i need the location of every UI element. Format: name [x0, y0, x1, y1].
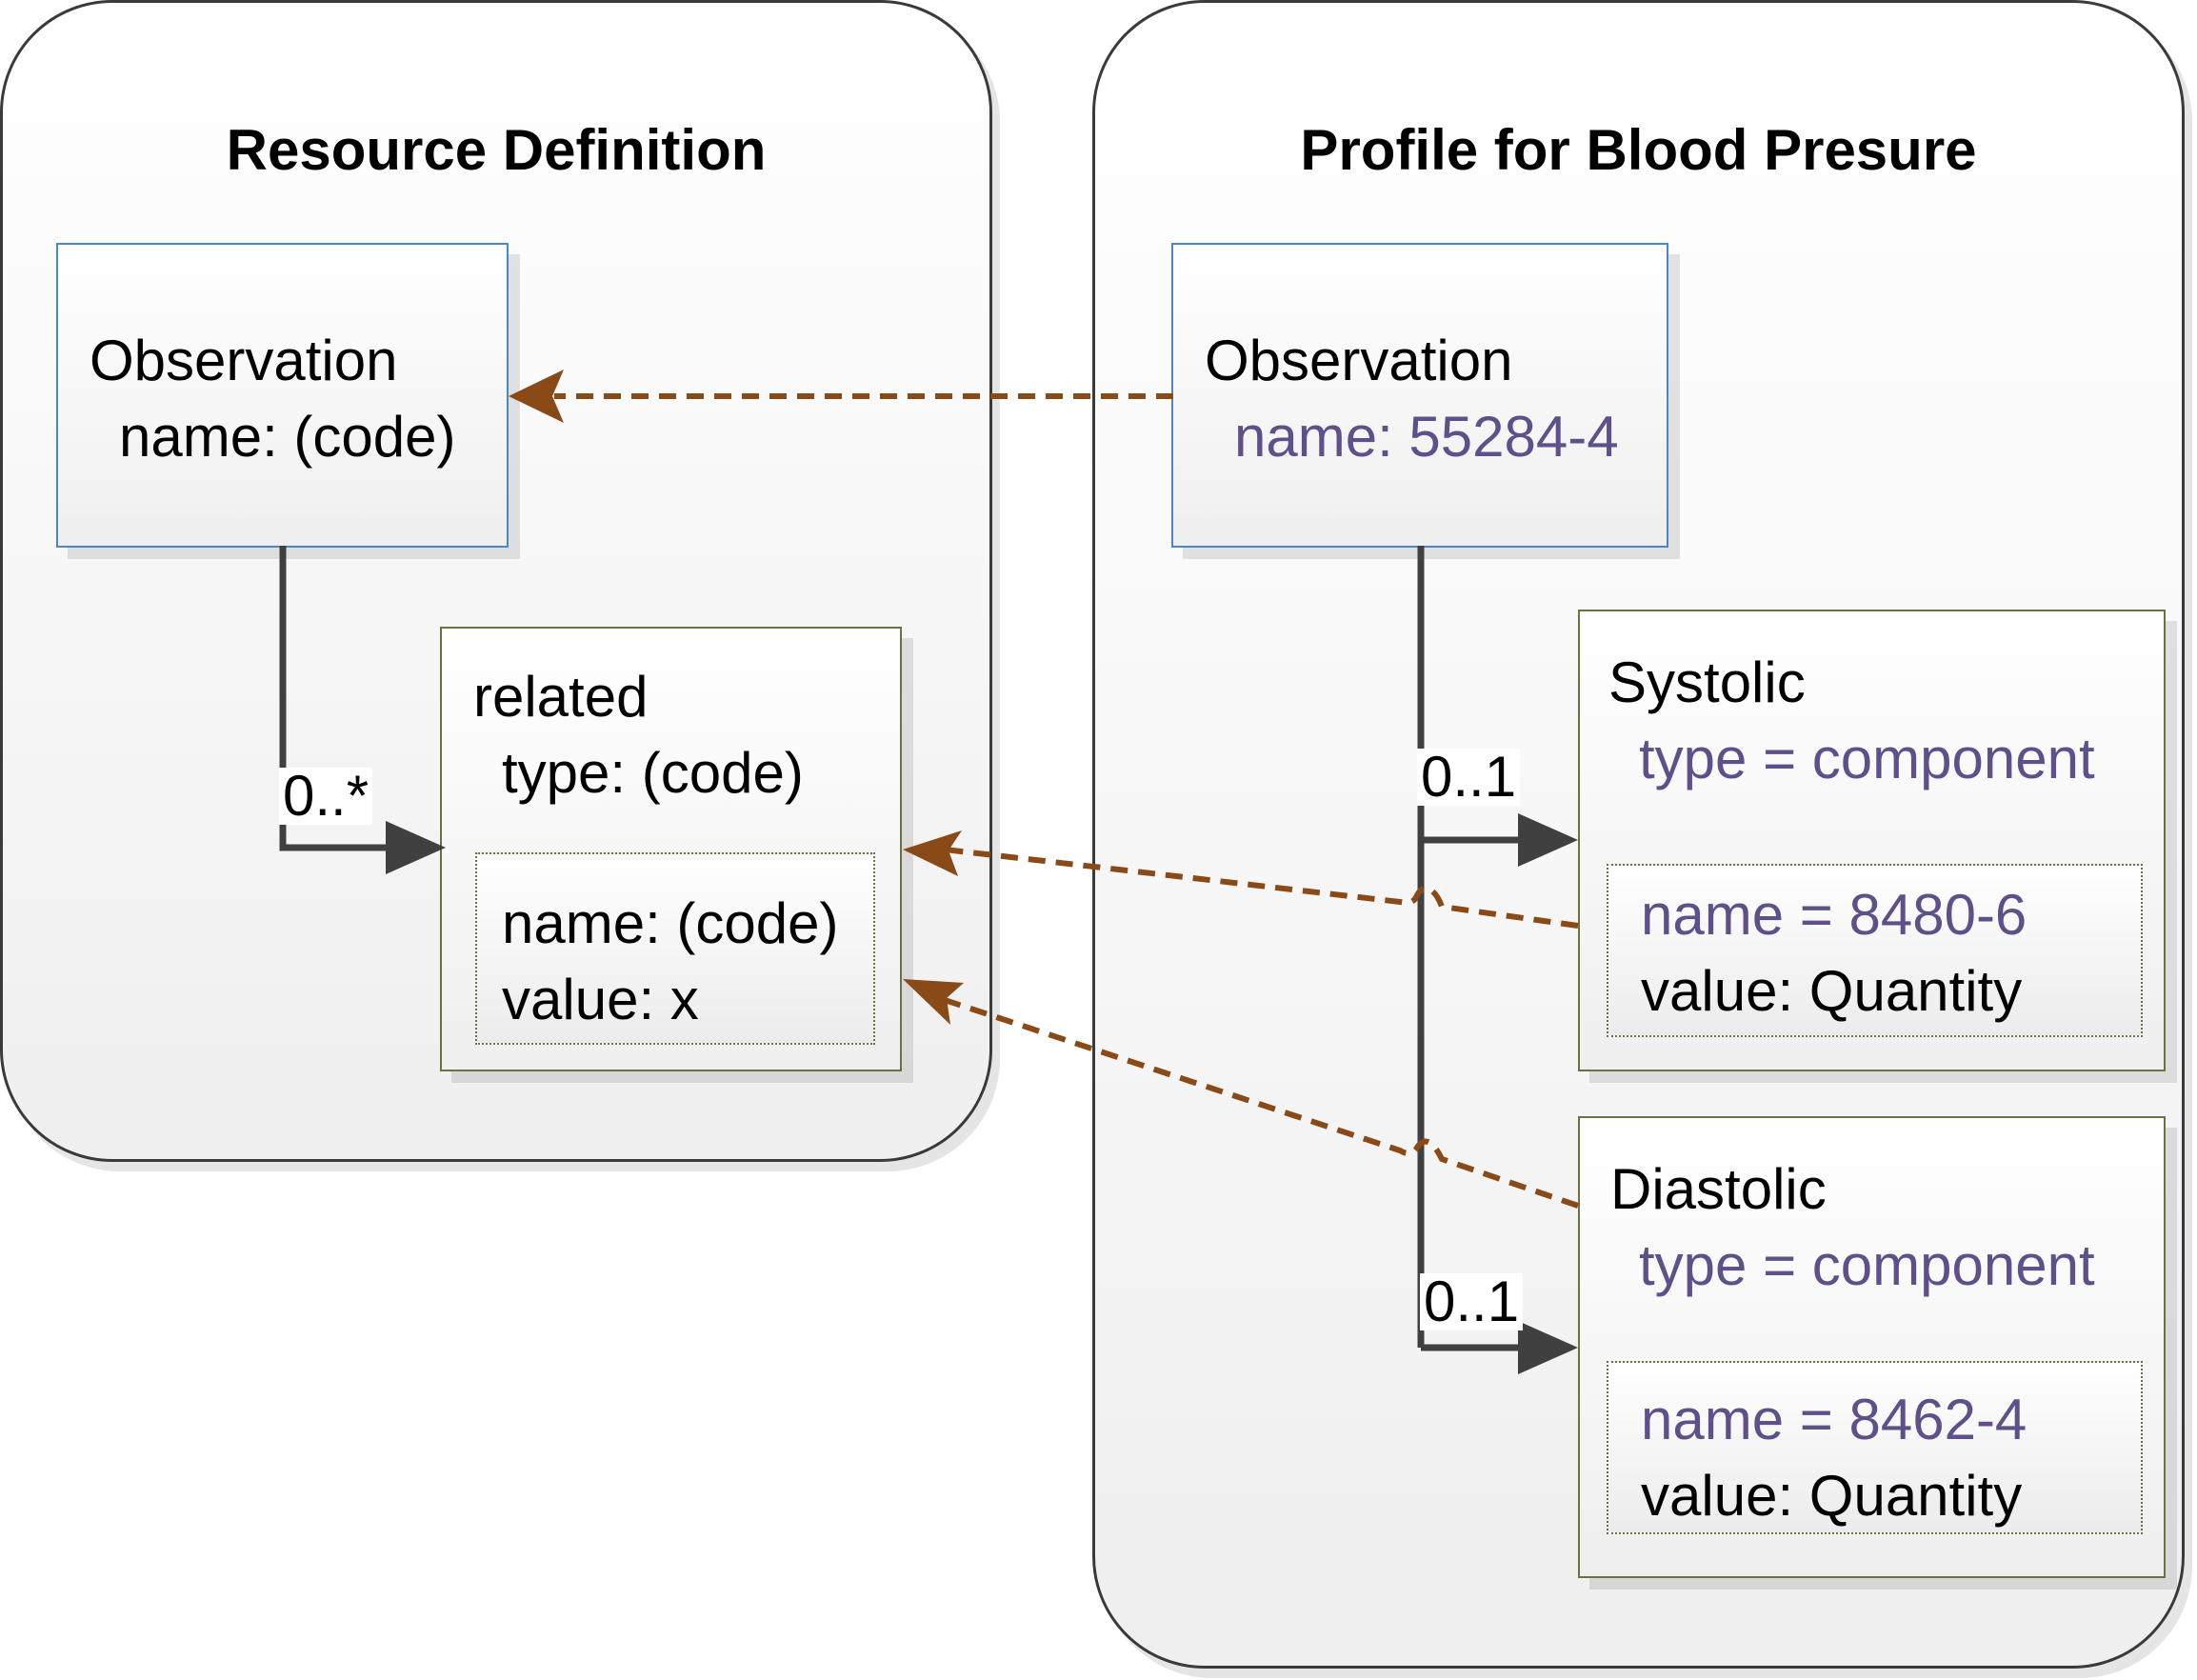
- systolic-name: name = 8480-6: [1641, 883, 2027, 947]
- profile-observation-box: Observation name: 55284-4: [1171, 243, 1668, 548]
- diastolic-association-arrowhead: [1518, 1321, 1578, 1374]
- resource-observation-title: Observation: [90, 329, 398, 392]
- diastolic-value: value: Quantity: [1641, 1464, 2023, 1528]
- resource-definition-title: Resource Definition: [226, 118, 767, 182]
- diastolic-name: name = 8462-4: [1641, 1388, 2027, 1451]
- resource-related-box: related type: (code) name: (code) value:…: [440, 627, 902, 1071]
- resource-observation-name: name: (code): [119, 405, 456, 469]
- related-value: value: x: [502, 968, 699, 1031]
- resource-association-arrowhead: [386, 821, 446, 874]
- diastolic-constraint-arrowhead: [903, 979, 964, 1025]
- diastolic-title: Diastolic: [1610, 1157, 1827, 1221]
- related-title: related: [473, 665, 649, 729]
- systolic-constraint-line: [944, 847, 1579, 929]
- profile-observation-name: name: 55284-4: [1234, 405, 1619, 469]
- systolic-type: type = component: [1639, 727, 2095, 790]
- systolic-value: value: Quantity: [1641, 959, 2023, 1023]
- diastolic-box: Diastolic type = component name = 8462-4…: [1578, 1116, 2166, 1578]
- related-type: type: (code): [502, 741, 804, 805]
- related-inner-box: name: (code) value: x: [475, 852, 875, 1045]
- diastolic-type: type = component: [1639, 1233, 2095, 1297]
- diastolic-constraint-line: [944, 997, 1579, 1209]
- diastolic-inner-box: name = 8462-4 value: Quantity: [1607, 1361, 2143, 1534]
- systolic-title: Systolic: [1608, 650, 1806, 714]
- systolic-inner-box: name = 8480-6 value: Quantity: [1607, 864, 2143, 1037]
- systolic-multiplicity-label: 0..1: [1417, 749, 1521, 806]
- resource-observation-box: Observation name: (code): [56, 243, 509, 548]
- diastolic-multiplicity-label: 0..1: [1420, 1273, 1524, 1330]
- profile-observation-title: Observation: [1205, 329, 1513, 392]
- systolic-box: Systolic type = component name = 8480-6 …: [1578, 610, 2166, 1071]
- systolic-association-arrowhead: [1518, 813, 1578, 867]
- resource-association-line: [279, 546, 417, 851]
- systolic-constraint-arrowhead: [903, 830, 962, 876]
- resource-multiplicity-label: 0..*: [279, 768, 373, 825]
- related-name: name: (code): [502, 891, 839, 955]
- observation-constraint-arrowhead: [509, 370, 564, 423]
- profile-title: Profile for Blood Presure: [1300, 118, 1977, 182]
